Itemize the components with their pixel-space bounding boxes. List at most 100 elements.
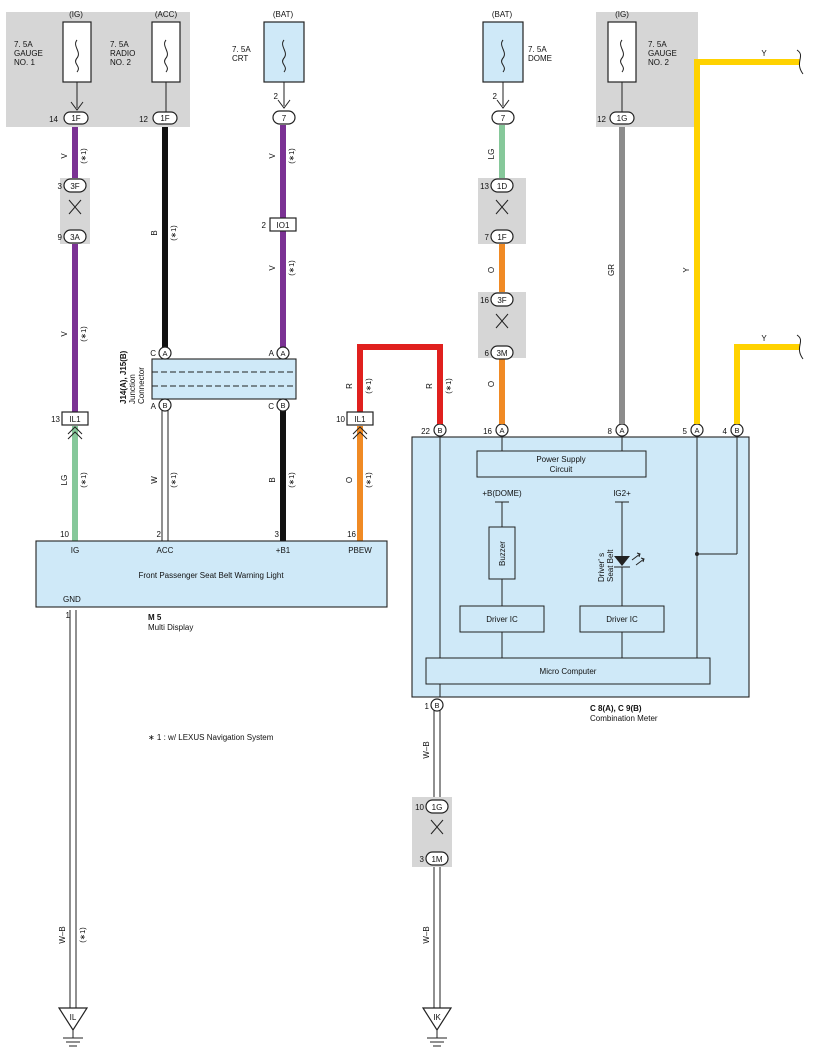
svg-text:1G: 1G bbox=[617, 114, 628, 123]
svg-text:7: 7 bbox=[501, 114, 506, 123]
svg-text:2: 2 bbox=[493, 92, 498, 101]
svg-text:A: A bbox=[151, 402, 157, 411]
svg-text:3: 3 bbox=[275, 530, 280, 539]
svg-text:B: B bbox=[734, 426, 739, 435]
svg-text:W–B: W–B bbox=[58, 926, 67, 943]
svg-text:NO. 2: NO. 2 bbox=[110, 58, 131, 67]
svg-text:R: R bbox=[425, 383, 434, 389]
svg-text:B: B bbox=[437, 426, 442, 435]
warning-led-icon bbox=[614, 556, 630, 566]
svg-text:B: B bbox=[434, 701, 439, 710]
multi-display-ref: M 5 bbox=[148, 613, 162, 622]
svg-text:Driver IC: Driver IC bbox=[606, 615, 638, 624]
fuse-icon bbox=[501, 39, 505, 73]
combination-meter-ref: C 8(A), C 9(B) bbox=[590, 704, 642, 713]
svg-text:3A: 3A bbox=[70, 233, 80, 242]
svg-text:3: 3 bbox=[58, 182, 63, 191]
svg-text:(BAT): (BAT) bbox=[273, 10, 294, 19]
svg-text:16: 16 bbox=[347, 530, 356, 539]
fuse-radio2: (ACC) 7. 5A RADIO NO. 2 12 1F bbox=[110, 10, 181, 125]
terminal-ig: IG bbox=[71, 546, 79, 555]
connector-il1-right: 10 IL1 bbox=[336, 411, 374, 440]
fuse-gauge2: (IG) 7. 5A GAUGE NO. 2 12 1G bbox=[597, 10, 677, 125]
svg-text:(∗1): (∗1) bbox=[79, 148, 88, 164]
junction-subtitle-2: Connector bbox=[137, 367, 146, 404]
svg-text:CRT: CRT bbox=[232, 54, 248, 63]
terminal-pbew: PBEW bbox=[348, 546, 372, 555]
svg-text:(∗1): (∗1) bbox=[79, 326, 88, 342]
svg-text:7. 5A: 7. 5A bbox=[648, 40, 667, 49]
svg-text:(ACC): (ACC) bbox=[155, 10, 178, 19]
svg-text:V: V bbox=[268, 153, 277, 159]
svg-text:10: 10 bbox=[336, 415, 345, 424]
svg-text:3M: 3M bbox=[496, 349, 507, 358]
svg-text:3F: 3F bbox=[497, 296, 506, 305]
meter-pin-stubs bbox=[437, 397, 740, 424]
svg-text:16: 16 bbox=[480, 296, 489, 305]
svg-text:(∗1): (∗1) bbox=[78, 927, 87, 943]
svg-text:(∗1): (∗1) bbox=[169, 472, 178, 488]
wire-y-upper bbox=[694, 59, 800, 397]
svg-text:B: B bbox=[280, 401, 285, 410]
svg-text:A: A bbox=[269, 349, 275, 358]
svg-text:10: 10 bbox=[415, 803, 424, 812]
svg-text:O: O bbox=[345, 477, 354, 483]
svg-text:O: O bbox=[487, 381, 496, 387]
junction-title: J14(A), J15(B) bbox=[119, 350, 128, 404]
driver-ic-right bbox=[579, 605, 665, 633]
svg-text:13: 13 bbox=[480, 182, 489, 191]
mate-arrows bbox=[495, 199, 509, 215]
svg-text:LG: LG bbox=[60, 475, 69, 486]
svg-text:V: V bbox=[60, 331, 69, 337]
svg-text:1F: 1F bbox=[160, 114, 169, 123]
svg-text:V: V bbox=[268, 265, 277, 271]
svg-text:22: 22 bbox=[421, 427, 430, 436]
svg-text:1: 1 bbox=[425, 702, 430, 711]
label-ig2: IG2+ bbox=[613, 489, 631, 498]
svg-text:B: B bbox=[268, 477, 277, 482]
junction-connector: C A A A A B C B J14(A), J15(B) Junction … bbox=[119, 346, 297, 412]
lamp-label-1: Driver' s bbox=[597, 553, 606, 582]
svg-text:1: 1 bbox=[66, 611, 71, 620]
driver-ic-left bbox=[459, 605, 545, 633]
connector-3f: 3 3F bbox=[58, 178, 87, 193]
fuse-gauge1-line1: GAUGE bbox=[14, 49, 43, 58]
wire-labels: V (∗1) V (∗1) LG (∗1) B (∗1) W (∗1) V (∗… bbox=[58, 49, 767, 944]
svg-text:Circuit: Circuit bbox=[550, 465, 573, 474]
combination-meter-name: Combination Meter bbox=[590, 714, 658, 723]
label-plus-b-dome: +B(DOME) bbox=[482, 489, 522, 498]
micro-computer bbox=[425, 657, 711, 685]
svg-text:6: 6 bbox=[485, 349, 490, 358]
svg-text:1G: 1G bbox=[432, 803, 443, 812]
multi-display: 10 2 3 16 IG ACC +B1 PBEW Front Passenge… bbox=[35, 530, 388, 632]
wire-r bbox=[357, 344, 443, 412]
lamp-label-2: Seat Belt bbox=[606, 549, 615, 582]
svg-text:C: C bbox=[150, 349, 156, 358]
ground-ik: IK bbox=[421, 1007, 453, 1047]
svg-text:2: 2 bbox=[274, 92, 279, 101]
svg-text:Y: Y bbox=[761, 334, 767, 343]
svg-text:IL1: IL1 bbox=[354, 415, 366, 424]
connector-il1-left: 13 IL1 bbox=[51, 411, 89, 440]
svg-text:W–B: W–B bbox=[422, 926, 431, 943]
power-supply-circuit bbox=[476, 450, 647, 478]
multi-display-name: Multi Display bbox=[148, 623, 193, 632]
terminal-gnd: GND bbox=[63, 595, 81, 604]
terminal-acc: ACC bbox=[157, 546, 174, 555]
junction-subtitle-1: Junction bbox=[128, 374, 137, 404]
svg-text:14: 14 bbox=[49, 115, 58, 124]
fuse-dome: (BAT) 7. 5A DOME 2 7 bbox=[482, 10, 552, 125]
svg-text:(BAT): (BAT) bbox=[492, 10, 513, 19]
svg-text:1F: 1F bbox=[497, 233, 506, 242]
svg-text:Y: Y bbox=[761, 49, 767, 58]
fuse-icon bbox=[620, 39, 624, 73]
combination-meter: Power Supply Circuit +B(DOME) Buzzer Dri… bbox=[411, 436, 750, 723]
mate-arrows bbox=[68, 199, 82, 215]
connector-3a: 9 3A bbox=[58, 229, 87, 244]
svg-text:Micro Computer: Micro Computer bbox=[540, 667, 597, 676]
svg-text:12: 12 bbox=[597, 115, 606, 124]
svg-text:IO1: IO1 bbox=[277, 221, 290, 230]
svg-text:(IG): (IG) bbox=[615, 10, 629, 19]
svg-text:3: 3 bbox=[420, 855, 425, 864]
terminal-b1: +B1 bbox=[276, 546, 291, 555]
